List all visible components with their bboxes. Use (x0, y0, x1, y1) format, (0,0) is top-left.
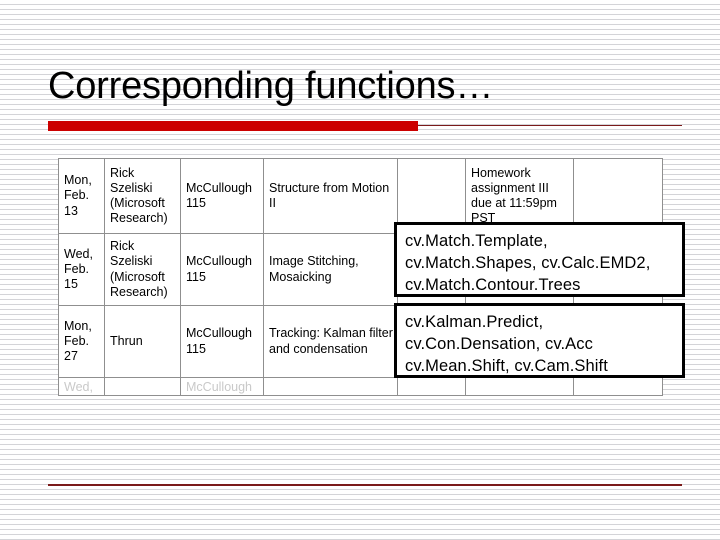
cell-topic: Image Stitching, Mosaicking (263, 233, 398, 306)
cell-date: Wed, Feb. 15 (58, 233, 105, 306)
cell-tail (573, 376, 663, 397)
footer-rule (48, 484, 682, 486)
callout-tracking-functions: cv.Kalman.Predict, cv.Con.Densation, cv.… (394, 303, 685, 378)
callout-line: cv.Kalman.Predict, (405, 313, 544, 331)
cell-blank (397, 376, 466, 397)
cell-topic (263, 376, 398, 397)
page-title: Corresponding functions… (48, 65, 494, 107)
cell-homework: Homework assignment III due at 11:59pm P… (465, 158, 574, 234)
cell-lecturer: Rick Szeliski (Microsoft Research) (104, 158, 181, 234)
cell-date: Wed, (58, 376, 105, 397)
callout-line: cv.Con.Densation, cv.Acc (405, 334, 593, 353)
callout-matching-functions: cv.Match.Template, cv.Match.Shapes, cv.C… (394, 222, 685, 297)
cell-homework (465, 376, 574, 397)
callout-line: cv.Match.Contour.Trees (405, 275, 581, 294)
cell-date: Mon, Feb. 13 (58, 158, 105, 234)
cell-lecturer (104, 376, 181, 397)
callout-line: cv.Match.Shapes, cv.Calc.EMD2, (405, 253, 651, 272)
cell-tail (573, 158, 663, 234)
cell-lecturer: Rick Szeliski (Microsoft Research) (104, 233, 181, 306)
callout-line: cv.Mean.Shift, cv.Cam.Shift (405, 356, 608, 375)
title-rule-accent (48, 121, 418, 131)
cell-room: McCullough 115 (180, 305, 264, 378)
cell-room: McCullough 115 (180, 233, 264, 306)
cell-lecturer: Thrun (104, 305, 181, 378)
cell-date: Mon, Feb. 27 (58, 305, 105, 378)
table-row-clipped: Wed, McCullough (58, 376, 663, 397)
cell-room: McCullough (180, 376, 264, 397)
callout-line: cv.Match.Template, (405, 232, 548, 250)
cell-topic: Structure from Motion II (263, 158, 398, 234)
cell-room: McCullough 115 (180, 158, 264, 234)
cell-topic: Tracking: Kalman filter and condensation (263, 305, 398, 378)
cell-blank (397, 158, 466, 234)
table-row: Mon, Feb. 13 Rick Szeliski (Microsoft Re… (58, 158, 663, 234)
